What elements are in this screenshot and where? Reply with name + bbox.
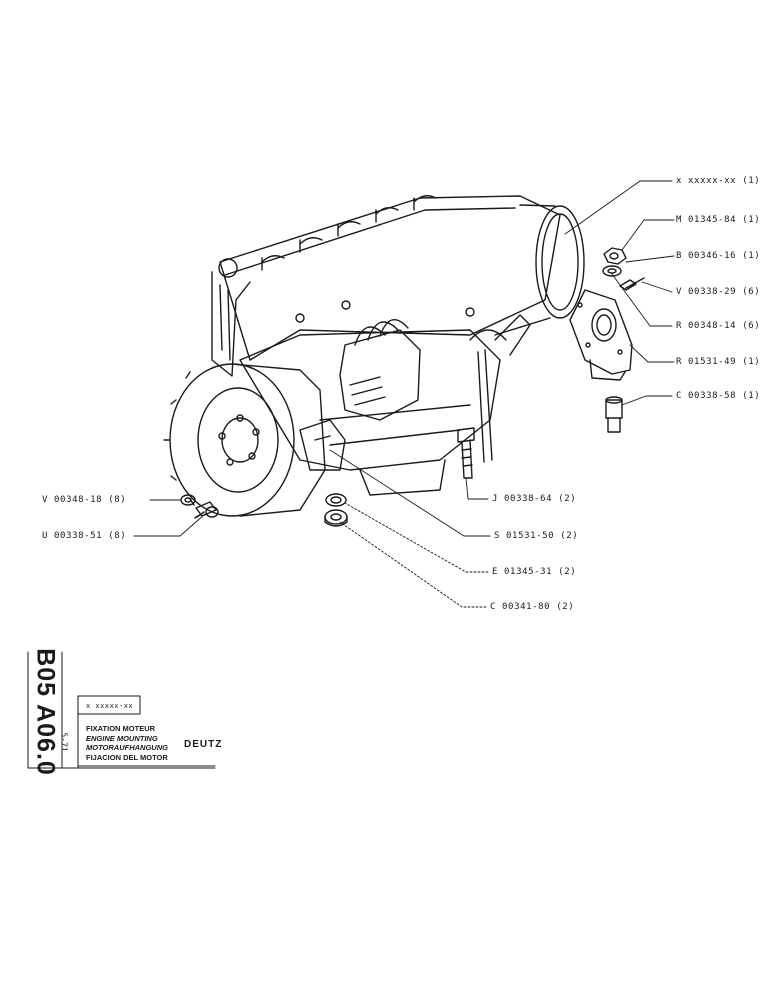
nut-c-part bbox=[324, 509, 348, 527]
title-english: ENGINE MOUNTING bbox=[86, 733, 158, 743]
callout-label: S 01531-50 (2) bbox=[494, 531, 579, 541]
nut-part bbox=[603, 247, 627, 265]
bolt-part bbox=[605, 396, 623, 433]
rear-mounting-bracket bbox=[569, 289, 633, 381]
air-intake-drum bbox=[494, 204, 585, 336]
callout-label: C 00338-58 (1) bbox=[676, 391, 761, 401]
washer-part bbox=[602, 265, 622, 277]
washer-v-part bbox=[180, 494, 196, 506]
callout-label: V 00348-18 (8) bbox=[42, 495, 127, 505]
bolt-u-part bbox=[194, 501, 219, 519]
drawing-date: 5-71 bbox=[59, 732, 69, 752]
drawing-code: B05 A06.0 bbox=[31, 648, 60, 776]
callout-label: C 00341-80 (2) bbox=[490, 602, 575, 612]
engine-block bbox=[211, 195, 561, 496]
title-lines: FIXATION MOTEUR ENGINE MOUNTING MOTORAUF… bbox=[86, 724, 168, 762]
washer-e-part bbox=[325, 493, 347, 507]
callout-label: J 00338-64 (2) bbox=[492, 494, 577, 504]
title-german: MOTORAUFHANGUNG bbox=[86, 743, 168, 752]
callout-label: M 01345-84 (1) bbox=[676, 215, 761, 225]
long-bolt-part bbox=[457, 427, 475, 479]
brand-name: DEUTZ bbox=[184, 739, 223, 750]
callout-label: B 00346-16 (1) bbox=[676, 251, 761, 261]
callout-label: U 00338-51 (8) bbox=[42, 531, 127, 541]
callout-label: V 00338-29 (6) bbox=[676, 287, 761, 297]
screw-part bbox=[619, 277, 645, 291]
reference-number: x xxxxx-xx bbox=[86, 702, 134, 710]
title-spanish: FIJACION DEL MOTOR bbox=[86, 752, 168, 762]
title-block-frame bbox=[27, 651, 216, 769]
callout-label: E 01345-31 (2) bbox=[492, 567, 577, 577]
title-french: FIXATION MOTEUR bbox=[86, 724, 156, 733]
front-bracket bbox=[299, 419, 346, 471]
flywheel bbox=[163, 363, 326, 517]
leader-lines bbox=[133, 180, 675, 608]
callout-label: R 00348-14 (6) bbox=[676, 321, 761, 331]
callout-label: x xxxxx-xx (1) bbox=[676, 176, 761, 186]
callout-label: R 01531-49 (1) bbox=[676, 357, 761, 367]
